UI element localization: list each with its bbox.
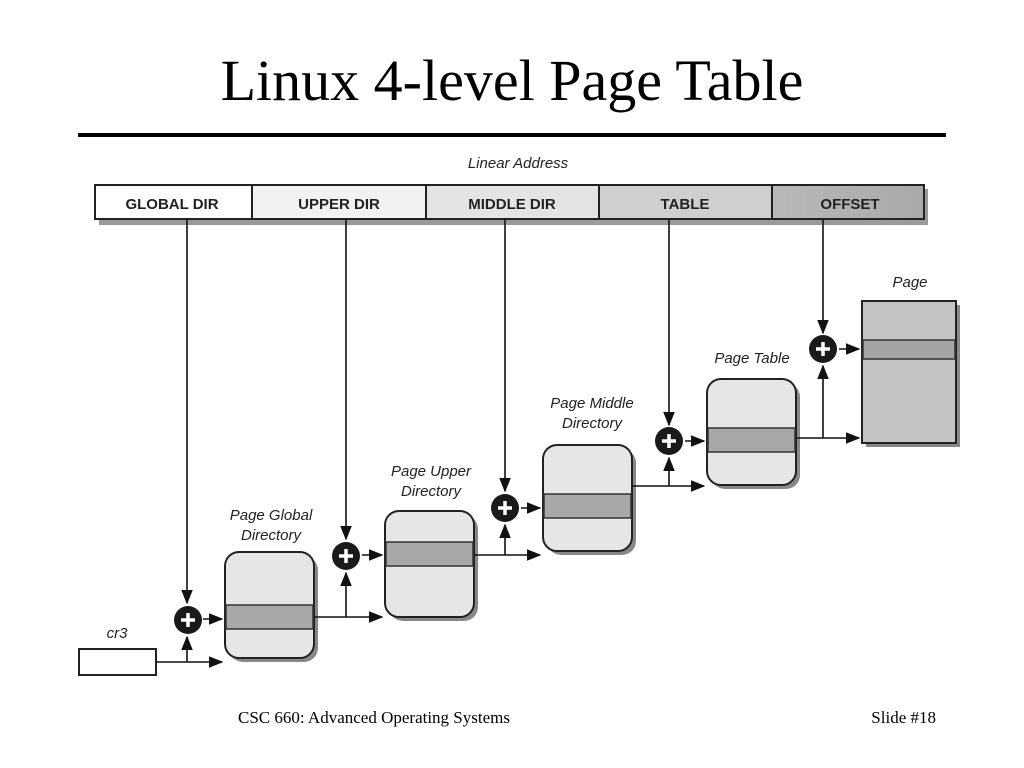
cr3-label: cr3 <box>107 625 128 642</box>
pt-label: Page Table <box>714 350 789 367</box>
adder-icon-4 <box>655 427 683 455</box>
segment-upper-dir <box>251 184 427 220</box>
pud-label-line2: Directory <box>401 483 463 500</box>
pmd-label-line2: Directory <box>562 415 624 432</box>
segment-label-middle-dir: MIDDLE DIR <box>468 196 556 213</box>
linear-address-label: Linear Address <box>468 155 569 172</box>
pgd-entry <box>225 604 314 630</box>
connectors <box>156 220 861 668</box>
page-table: Page Table <box>706 350 800 489</box>
page-frame: Page <box>861 274 960 447</box>
adder-icon-1 <box>174 606 202 634</box>
pud-entry <box>385 541 474 567</box>
pt-entry <box>707 427 796 453</box>
segment-label-global-dir: GLOBAL DIR <box>125 196 218 213</box>
adder-icon-5 <box>809 335 837 363</box>
segment-offset <box>771 184 925 220</box>
pmd-label-line1: Page Middle <box>550 395 633 412</box>
segment-label-offset: OFFSET <box>820 196 879 213</box>
page-upper-directory: Page Upper Directory <box>384 463 478 621</box>
pud-label-line1: Page Upper <box>391 463 472 480</box>
linear-address-bar: GLOBAL DIR UPPER DIR MIDDLE DIR TABLE OF… <box>94 184 928 225</box>
segment-label-table: TABLE <box>661 196 710 213</box>
page-label: Page <box>892 274 927 291</box>
adder-icon-2 <box>332 542 360 570</box>
slide-title: Linux 4-level Page Table <box>220 48 804 113</box>
adder-icon-3 <box>491 494 519 522</box>
segment-middle-dir <box>425 184 600 220</box>
footer-slide-number: Slide #18 <box>871 708 936 727</box>
page-entry <box>862 339 956 360</box>
pgd-label-line1: Page Global <box>230 507 313 524</box>
pmd-entry <box>543 493 632 519</box>
page-global-directory: Page Global Directory <box>224 507 318 662</box>
segment-label-upper-dir: UPPER DIR <box>298 196 380 213</box>
title-divider <box>78 133 946 137</box>
footer-course: CSC 660: Advanced Operating Systems <box>238 708 510 727</box>
cr3-register <box>78 648 157 676</box>
pgd-label-line2: Directory <box>241 527 303 544</box>
page-middle-directory: Page Middle Directory <box>542 395 636 555</box>
